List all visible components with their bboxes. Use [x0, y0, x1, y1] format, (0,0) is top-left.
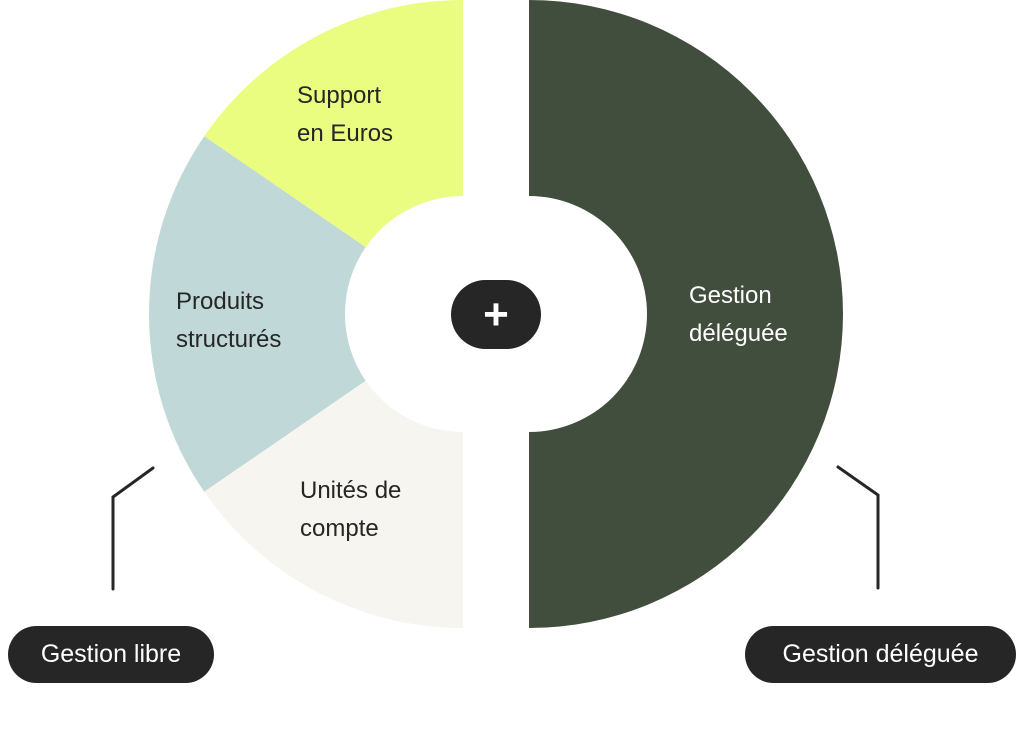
badge-gestion-deleguee: Gestion déléguée: [745, 626, 1016, 683]
label-line: compte: [300, 515, 379, 542]
label-line: structurés: [176, 326, 282, 353]
plus-icon: +: [451, 280, 541, 349]
label-line: Gestion: [689, 282, 772, 309]
segment-gestion-deleguee: [529, 0, 843, 628]
label-line: Support: [297, 82, 382, 109]
segment-produits-structures: [149, 136, 366, 492]
connector-left: [111, 466, 155, 591]
label-gestion-deleguee: Gestion déléguée: [689, 277, 788, 353]
label-line: Produits: [176, 288, 265, 315]
segment-unites-compte: [204, 380, 463, 628]
label-unites-compte: Unités de compte: [300, 472, 401, 548]
label-produits-structures: Produits structurés: [176, 283, 281, 359]
connector-right: [836, 465, 880, 590]
label-support-euros: Support en Euros: [297, 77, 393, 153]
label-line: en Euros: [297, 120, 394, 147]
badge-gestion-libre: Gestion libre: [8, 626, 214, 683]
label-line: Unités de: [300, 477, 402, 504]
label-line: déléguée: [689, 320, 788, 347]
segment-support-euros: [204, 0, 463, 248]
